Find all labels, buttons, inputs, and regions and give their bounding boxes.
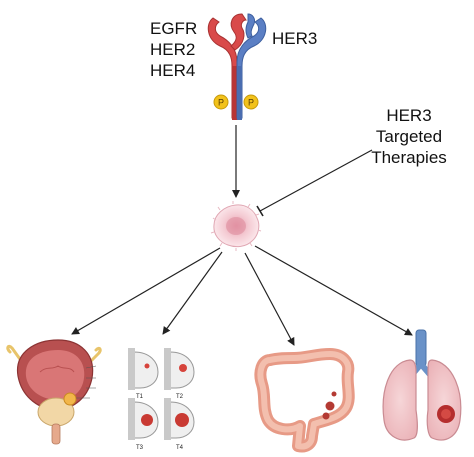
prostate-bladder-icon	[6, 339, 102, 445]
tumor-cell-icon	[210, 201, 262, 251]
phospho-left-icon: P	[213, 94, 229, 110]
breast-staging-icon: T1 T2 T3 T4	[128, 348, 195, 451]
receptor-dimer: P P	[207, 13, 267, 120]
stage-t3-label: T3	[136, 445, 144, 451]
stage-t4-label: T4	[176, 445, 184, 451]
breast-t2-icon: T2	[164, 348, 195, 400]
phospho-right-icon: P	[243, 94, 259, 110]
breast-t1-icon: T1	[128, 348, 159, 400]
lungs-icon	[382, 329, 462, 441]
stage-t1-label: T1	[136, 394, 144, 400]
phospho-left-label: P	[218, 98, 224, 108]
label-her4: HER4	[150, 61, 196, 80]
label-her3: HER3	[272, 29, 318, 48]
stage-t2-label: T2	[176, 394, 184, 400]
colon-icon	[254, 348, 355, 453]
arrow-to-breast	[162, 251, 223, 335]
label-egfr: EGFR	[150, 19, 198, 38]
breast-t4-icon: T4	[164, 398, 195, 451]
phospho-right-label: P	[248, 98, 254, 108]
therapy-line-1: HER3	[386, 106, 432, 125]
arrow-to-lung	[254, 245, 413, 336]
arrow-to-prostate	[71, 247, 221, 335]
breast-t3-icon: T3	[128, 398, 159, 451]
arrow-to-colon	[244, 252, 295, 346]
label-her2: HER2	[150, 40, 196, 59]
therapy-line-2: Targeted	[375, 127, 443, 146]
her3-receptor-icon	[236, 13, 267, 120]
inhibition-connector	[256, 149, 373, 217]
therapy-line-3: Therapies	[371, 148, 447, 167]
receptor-family-labels: EGFR HER2 HER4	[150, 18, 197, 81]
therapy-label: HER3 Targeted Therapies	[350, 105, 468, 168]
